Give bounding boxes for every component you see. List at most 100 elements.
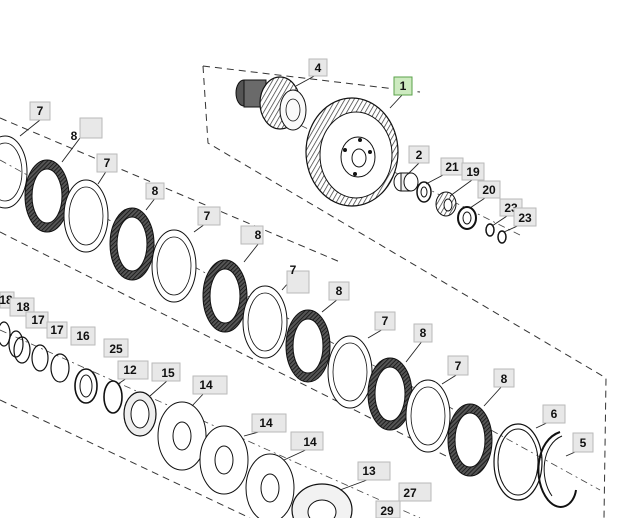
axis-lines <box>0 94 601 518</box>
snap-ring-5 <box>537 431 577 508</box>
bearing-19 <box>435 191 457 217</box>
hub-13 <box>291 483 353 518</box>
washer-14 <box>199 425 249 495</box>
callout-label: 16 <box>76 329 90 343</box>
bearing-2 <box>393 172 419 192</box>
friction-disc-8 <box>367 357 413 431</box>
callout-label: 19 <box>466 165 480 179</box>
callout-labels: 4 1 2 21 19 20 23 23 7 8 7 8 7 8 7 8 7 8… <box>0 58 594 518</box>
callout-part-15[interactable]: 15 <box>151 362 181 382</box>
callout-part-7[interactable]: 7 <box>197 206 221 226</box>
callout-part-19[interactable]: 19 <box>461 162 485 181</box>
callout-part-25[interactable]: 25 <box>103 338 129 358</box>
bearing-15 <box>123 391 157 437</box>
callout-part-8[interactable]: 8 <box>145 182 165 200</box>
callout-label: 8 <box>501 372 508 386</box>
callout-label: 7 <box>104 156 111 170</box>
lower-parts <box>0 321 353 518</box>
ring-12 <box>103 380 123 414</box>
callout-label: 8 <box>336 284 343 298</box>
ring-17 <box>13 336 31 364</box>
callout-label: 21 <box>445 160 459 174</box>
callout-label: 8 <box>152 184 159 198</box>
friction-disc-8 <box>202 259 248 333</box>
washer-14 <box>245 453 295 518</box>
callout-part-20[interactable]: 20 <box>477 180 501 199</box>
upper-gear-assembly <box>235 76 507 244</box>
callout-part-7[interactable]: 7 <box>96 153 118 173</box>
callout-label: 15 <box>161 366 175 380</box>
callout-label: 14 <box>303 435 317 449</box>
ring-18 <box>0 321 11 347</box>
callout-part-7[interactable]: 7 <box>374 311 396 331</box>
callout-label: 7 <box>382 314 389 328</box>
washer-14 <box>157 401 207 471</box>
callout-label: 7 <box>204 209 211 223</box>
callout-label: 8 <box>420 326 427 340</box>
callout-part-27[interactable]: 27 <box>398 482 432 502</box>
callout-label: 20 <box>482 183 496 197</box>
callout-part-1[interactable]: 1 <box>393 76 413 96</box>
callout-part-23[interactable]: 23 <box>513 207 537 227</box>
callout-part-7[interactable]: 7 <box>286 263 310 294</box>
callout-label: 17 <box>50 323 64 337</box>
callout-part-16[interactable]: 16 <box>70 326 96 346</box>
callout-part-21[interactable]: 21 <box>440 157 464 176</box>
callout-part-14[interactable]: 14 <box>192 375 228 395</box>
ring-18 <box>8 330 24 358</box>
callout-label: 17 <box>31 313 45 327</box>
callout-label: 6 <box>551 407 558 421</box>
callout-label: 23 <box>518 211 532 225</box>
steel-plate-7 <box>63 179 109 253</box>
friction-disc-8 <box>285 309 331 383</box>
callout-part-7[interactable]: 7 <box>447 355 469 376</box>
seal-25 <box>74 368 98 404</box>
washer-20 <box>457 206 477 230</box>
clutch-pack <box>0 135 577 508</box>
friction-disc-8 <box>447 403 493 477</box>
callout-label: 12 <box>123 363 137 377</box>
callout-part-29[interactable]: 29 <box>375 500 401 518</box>
callout-label: 8 <box>71 129 78 143</box>
callout-part-5[interactable]: 5 <box>572 432 594 453</box>
callout-label: 25 <box>109 342 123 356</box>
callout-part-14[interactable]: 14 <box>251 413 287 433</box>
steel-plate-7 <box>405 379 451 453</box>
callout-label: 27 <box>403 486 417 500</box>
callout-part-7[interactable]: 7 <box>29 101 51 121</box>
ring-21 <box>416 181 432 203</box>
callout-part-14[interactable]: 14 <box>290 431 324 451</box>
callout-label: 5 <box>580 436 587 450</box>
callout-part-8[interactable]: 8 <box>328 281 350 301</box>
ring-17 <box>31 344 49 372</box>
callout-label: 13 <box>362 464 376 478</box>
callout-part-8[interactable]: 8 <box>413 323 433 343</box>
assembly-outline <box>0 65 607 518</box>
callout-label: 2 <box>416 148 423 162</box>
callout-label: 1 <box>400 79 407 93</box>
callout-label: 14 <box>259 416 273 430</box>
spring-ring-6 <box>493 423 543 501</box>
callout-part-8[interactable]: 8 <box>71 117 103 143</box>
callout-part-17[interactable]: 17 <box>25 311 49 329</box>
callout-label: 14 <box>199 378 213 392</box>
callout-part-12[interactable]: 12 <box>117 360 149 380</box>
callout-part-2[interactable]: 2 <box>408 145 430 164</box>
callout-part-8[interactable]: 8 <box>240 225 264 245</box>
callout-label: 18 <box>16 300 30 314</box>
callout-label: 8 <box>255 228 262 242</box>
callout-part-17[interactable]: 17 <box>46 321 68 339</box>
friction-disc-8 <box>109 207 155 281</box>
callout-label: 29 <box>380 504 394 518</box>
gear-1 <box>305 97 399 207</box>
callout-part-8[interactable]: 8 <box>493 368 515 388</box>
callout-part-4[interactable]: 4 <box>308 58 328 77</box>
steel-plate-7 <box>242 285 288 359</box>
callout-label: 7 <box>290 263 297 277</box>
callout-part-6[interactable]: 6 <box>542 404 566 424</box>
callout-part-13[interactable]: 13 <box>357 461 391 481</box>
steel-plate-7 <box>327 335 373 409</box>
steel-plate-7 <box>151 229 197 303</box>
callout-label: 7 <box>455 359 462 373</box>
